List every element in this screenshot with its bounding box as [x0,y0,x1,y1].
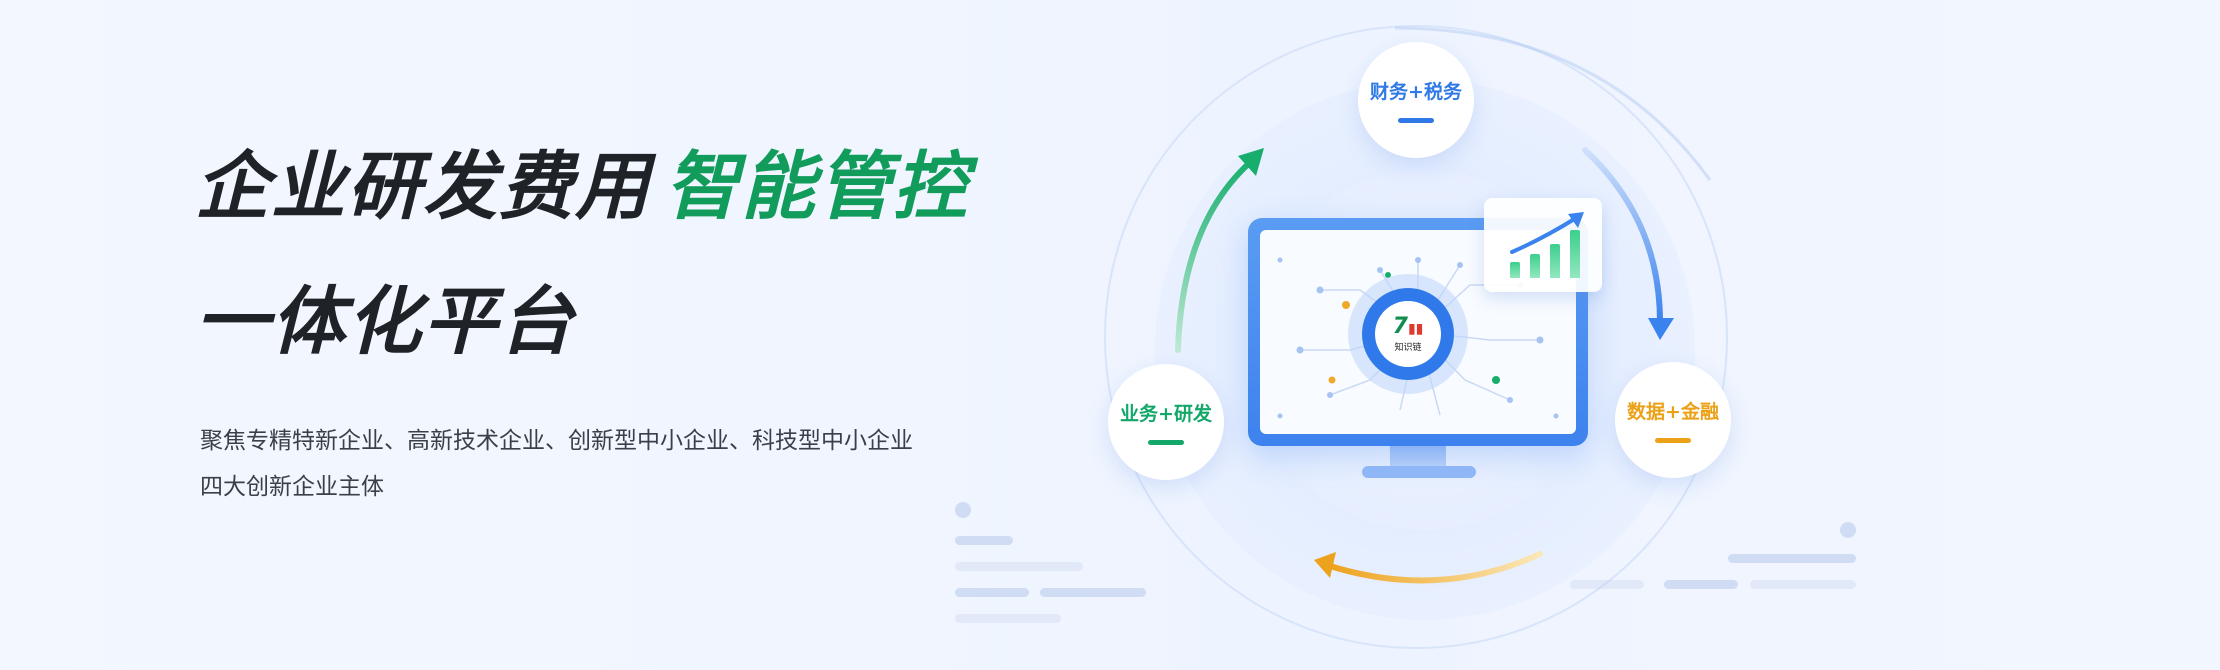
logo-core: 7▮▮ 知识链 [1375,301,1441,367]
headline-part1: 企业研发费用 [195,144,651,230]
logo-text: 知识链 [1394,342,1422,353]
decor-dot [1840,522,1856,538]
node-finance-tax: 财务+税务 [1358,42,1474,158]
growth-chart-icon [1484,198,1602,292]
headline-accent: 智能管控 [665,144,969,230]
node-business-rd: 业务+研发 [1108,364,1224,480]
node-label: 业务+研发 [1120,403,1212,425]
trend-arrow-icon [1510,212,1584,254]
monitor-stand [1390,446,1446,468]
node-label: 财务+税务 [1370,81,1462,103]
description: 聚焦专精特新企业、高新技术企业、创新型中小企业、科技型中小企业 四大创新企业主体 [200,418,913,510]
monitor-base [1362,466,1476,478]
headline-line-2: 一体化平台 [195,279,575,365]
decor-line [1664,580,1738,589]
description-line-1: 聚焦专精特新企业、高新技术企业、创新型中小企业、科技型中小企业 [200,428,913,454]
decor-line [1750,580,1856,589]
chart-bar [1510,262,1520,278]
decor-line [955,562,1083,571]
company-logo: 7▮▮ 知识链 [1362,288,1454,380]
chart-bar [1530,254,1540,278]
decor-dot [955,502,971,518]
decor-line [955,614,1061,623]
headline-line-1: 企业研发费用智能管控 [195,150,969,224]
decor-line [1570,580,1644,589]
chart-bar [1570,230,1580,278]
node-label: 数据+金融 [1627,401,1719,423]
decor-line [955,588,1029,597]
node-underline [1655,438,1691,443]
node-data-finance: 数据+金融 [1615,362,1731,478]
node-underline [1398,118,1434,123]
decor-line [1040,588,1146,597]
chart-bar [1550,244,1560,278]
node-underline [1148,440,1184,445]
outer-ring [1104,25,1728,649]
decor-line [1728,554,1856,563]
description-line-2: 四大创新企业主体 [200,474,384,500]
logo-mark-icon: 7▮▮ [1392,313,1424,339]
decor-line [955,536,1013,545]
